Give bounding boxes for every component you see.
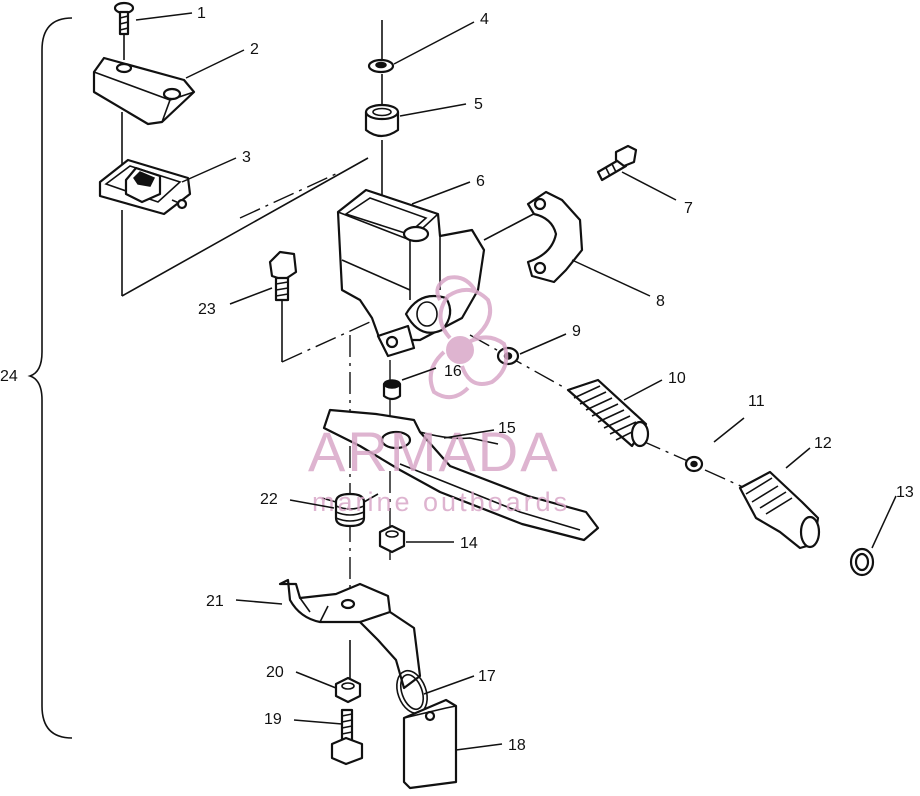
watermark-brand: ARMADA bbox=[308, 420, 560, 483]
top-washer bbox=[367, 58, 395, 74]
watermark-tagline: marine outboards bbox=[312, 487, 570, 517]
piston bbox=[738, 470, 821, 550]
pivot-bolt bbox=[268, 250, 298, 302]
callout-19: 19 bbox=[264, 711, 282, 728]
return-spring bbox=[566, 378, 650, 448]
callout-6: 6 bbox=[476, 173, 485, 190]
callout-9: 9 bbox=[572, 323, 581, 340]
switch-nut bbox=[334, 676, 362, 704]
master-cylinder-body bbox=[336, 188, 486, 358]
clamp-bolt bbox=[596, 144, 638, 182]
callout-17: 17 bbox=[478, 668, 496, 685]
diaphragm bbox=[98, 158, 192, 216]
callout-22: 22 bbox=[260, 491, 278, 508]
callout-5: 5 bbox=[474, 96, 483, 113]
callout-21: 21 bbox=[206, 593, 224, 610]
switch-bracket bbox=[278, 578, 422, 690]
callout-18: 18 bbox=[508, 737, 526, 754]
callout-20: 20 bbox=[266, 664, 284, 681]
callout-24: 24 bbox=[0, 368, 18, 385]
bushing bbox=[364, 103, 400, 138]
callout-14: 14 bbox=[460, 535, 478, 552]
handlebar-clamp bbox=[526, 190, 584, 284]
cover-screw bbox=[113, 1, 135, 36]
callout-12: 12 bbox=[814, 435, 832, 452]
piston-washer bbox=[684, 455, 704, 473]
callout-23: 23 bbox=[198, 301, 216, 318]
construction-lines bbox=[121, 20, 746, 680]
o-ring bbox=[849, 547, 875, 577]
callout-1: 1 bbox=[197, 5, 206, 22]
callout-3: 3 bbox=[242, 149, 251, 166]
torsion-spring bbox=[321, 492, 379, 528]
brake-lever bbox=[322, 408, 600, 542]
lever-nut bbox=[378, 524, 406, 554]
assembly-bracket bbox=[27, 17, 73, 739]
switch-screw bbox=[330, 708, 364, 766]
callout-4: 4 bbox=[480, 11, 489, 28]
callout-16: 16 bbox=[444, 363, 462, 380]
callout-8: 8 bbox=[656, 293, 665, 310]
reservoir-cover bbox=[92, 56, 196, 126]
watermark: ARMADA marine outboards bbox=[308, 275, 570, 517]
plunger-pin bbox=[382, 379, 402, 401]
callout-2: 2 bbox=[250, 41, 259, 58]
watermark-propeller-logo bbox=[428, 275, 509, 400]
callout-7: 7 bbox=[684, 200, 693, 217]
callout-11: 11 bbox=[748, 393, 765, 410]
callout-13: 13 bbox=[896, 484, 914, 501]
key-tag bbox=[402, 698, 458, 790]
callout-15: 15 bbox=[498, 420, 516, 437]
leader-lines bbox=[135, 12, 897, 751]
callout-numbers: 1 2 3 4 5 6 7 8 9 10 11 12 13 14 15 16 1… bbox=[0, 5, 914, 754]
callout-10: 10 bbox=[668, 370, 686, 387]
